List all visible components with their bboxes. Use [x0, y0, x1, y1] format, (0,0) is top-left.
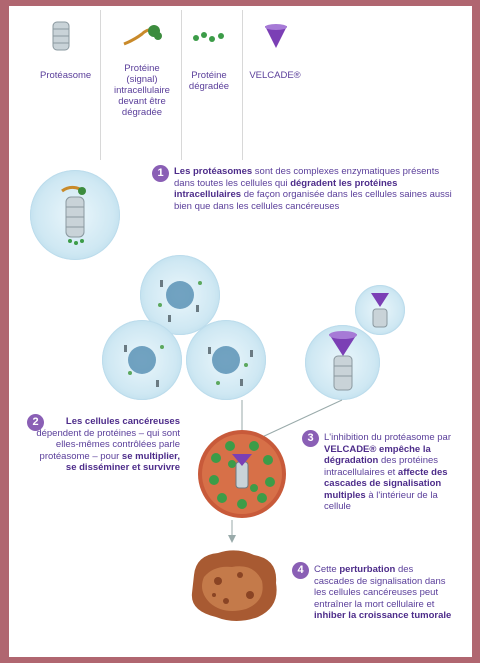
- step-4-text: Cette perturbation des cascades de signa…: [314, 564, 454, 622]
- step-3-badge: 3: [302, 430, 319, 447]
- step-3-text: L'inhibition du protéasome par VELCADE® …: [324, 432, 459, 513]
- step-4-badge: 4: [292, 562, 309, 579]
- tumor-icon: [184, 545, 284, 625]
- step-2-text: Les cellules cancéreuses dépendent de pr…: [28, 416, 180, 474]
- step-1-badge: 1: [152, 165, 169, 182]
- inhibited-cell-icon: [196, 428, 288, 520]
- step-1-text: Les protéasomes sont des complexes enzym…: [174, 166, 459, 212]
